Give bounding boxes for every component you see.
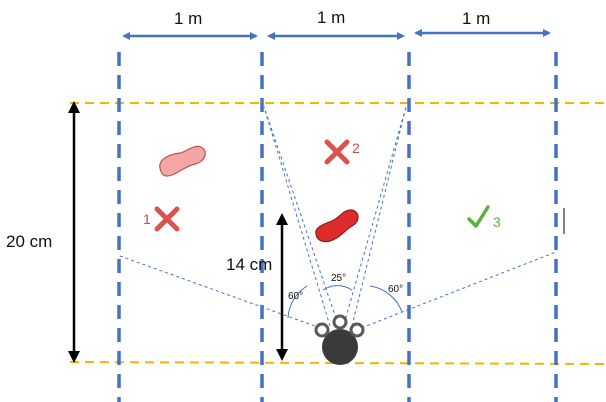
cross-icon [324,139,350,165]
footprint-blob-dark [315,209,359,243]
angle-label-left: 60° [288,291,303,302]
angle-arc-center [322,285,353,291]
marker-number: 3 [493,214,501,230]
sensor-range-label: 14 cm [226,255,272,274]
angle-label-right: 60° [388,284,403,295]
robot-sensor-center [332,314,348,330]
marker-3: 3 [467,205,501,230]
angle-label-center: 25° [331,273,346,284]
sensor-fov-lines [119,106,557,331]
cross-icon [154,206,180,232]
marker-2: 2 [324,139,360,165]
robot-sensor-right [349,322,365,338]
robot-icon [314,314,365,365]
robot-sensor-left [314,322,330,338]
angle-arc-left [287,285,308,319]
lane-width-label-1: 1 m [174,9,202,28]
marker-1: 1 [143,206,180,232]
marker-number: 1 [143,211,151,227]
check-icon [467,205,490,228]
lane-width-label-3: 1 m [462,9,490,28]
footprint-blob-light [159,145,206,177]
angle-arc-right [369,285,403,313]
robot-body [322,329,358,365]
height-dimension-label: 20 cm [6,232,52,251]
marker-number: 2 [352,140,360,156]
lane-width-label-2: 1 m [317,8,345,27]
